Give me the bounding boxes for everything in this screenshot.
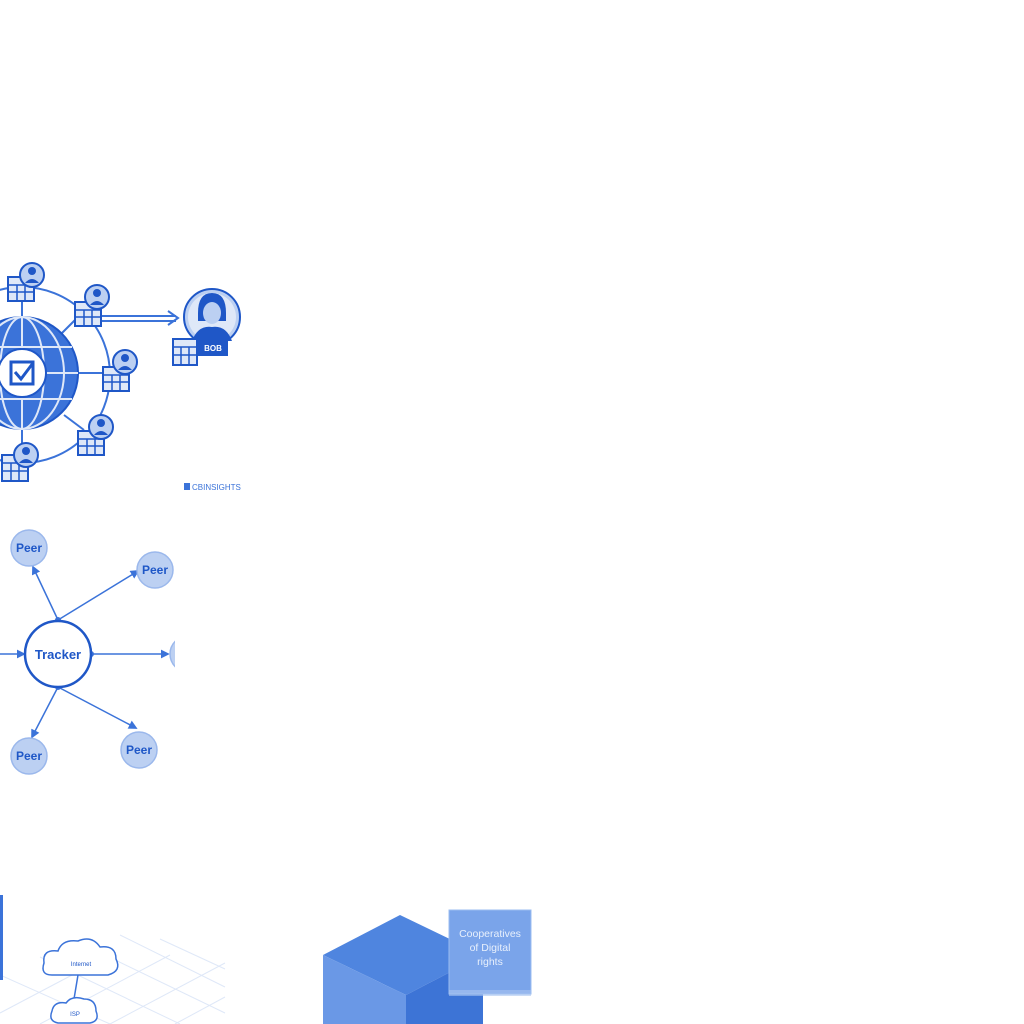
perspective-grid [0,934,226,1024]
ledger-illustration: BOB CBINSIGHTS [0,255,250,500]
cloud-link [73,974,79,1000]
peer-label: Peer [142,563,168,577]
transfer-arrow [102,310,180,326]
bob-badge [198,339,228,356]
watermark-text: CBINSIGHTS [192,483,241,492]
ledger-node-right [102,349,138,392]
tracker-edges [0,565,170,739]
peer-node-partial [169,640,175,668]
peer-node: Peer [120,731,158,769]
cube-icon [323,915,483,1024]
tracker-diagram-panel: Tracker Peer Peer Peer Peer [0,525,175,780]
watermark-logo-icon [184,483,190,490]
panel-edge-bar [0,895,3,980]
tracker-diagram: Tracker Peer Peer Peer Peer [0,529,175,775]
note-line-2: of Digital [470,942,511,954]
bob-ledger-icon [172,338,198,366]
peer-label: Peer [126,743,152,757]
cube-illustration: Cooperatives of Digital rights [323,909,532,1024]
network-cloud-panel: Internet ISP [0,895,230,1024]
peer-node: Peer [10,529,48,567]
cloud-icon-top: Internet [42,938,119,976]
peer-node: Peer [10,737,48,775]
note-line-1: Cooperatives [459,928,521,940]
ledger-diagram: BOB CBINSIGHTS [0,262,241,492]
note-line-3: rights [477,956,503,968]
ring-spokes [21,295,104,453]
tracker-node [23,619,93,689]
ledger-node-top-left [7,262,45,302]
note-shadow [449,990,531,996]
network-cloud-diagram: Internet ISP [0,895,226,1024]
user-avatar-icon [183,288,241,346]
ledger-node-bottom [1,442,39,482]
bob-badge-label: BOB [204,344,222,353]
ledger-node-upper-right [74,284,110,327]
tracker-label: Tracker [35,647,81,662]
cloud-top-label: Internet [71,962,92,968]
cooperatives-panel: Cooperatives of Digital rights [318,900,533,1024]
peer-node: Peer [136,551,174,589]
peer-label: Peer [16,749,42,763]
cloud-bottom-label: ISP [70,1012,80,1018]
globe-icon [0,316,79,430]
cloud-icon-bottom: ISP [50,996,98,1024]
peer-label: Peer [16,541,42,555]
ledger-node-lower-right [77,414,114,456]
